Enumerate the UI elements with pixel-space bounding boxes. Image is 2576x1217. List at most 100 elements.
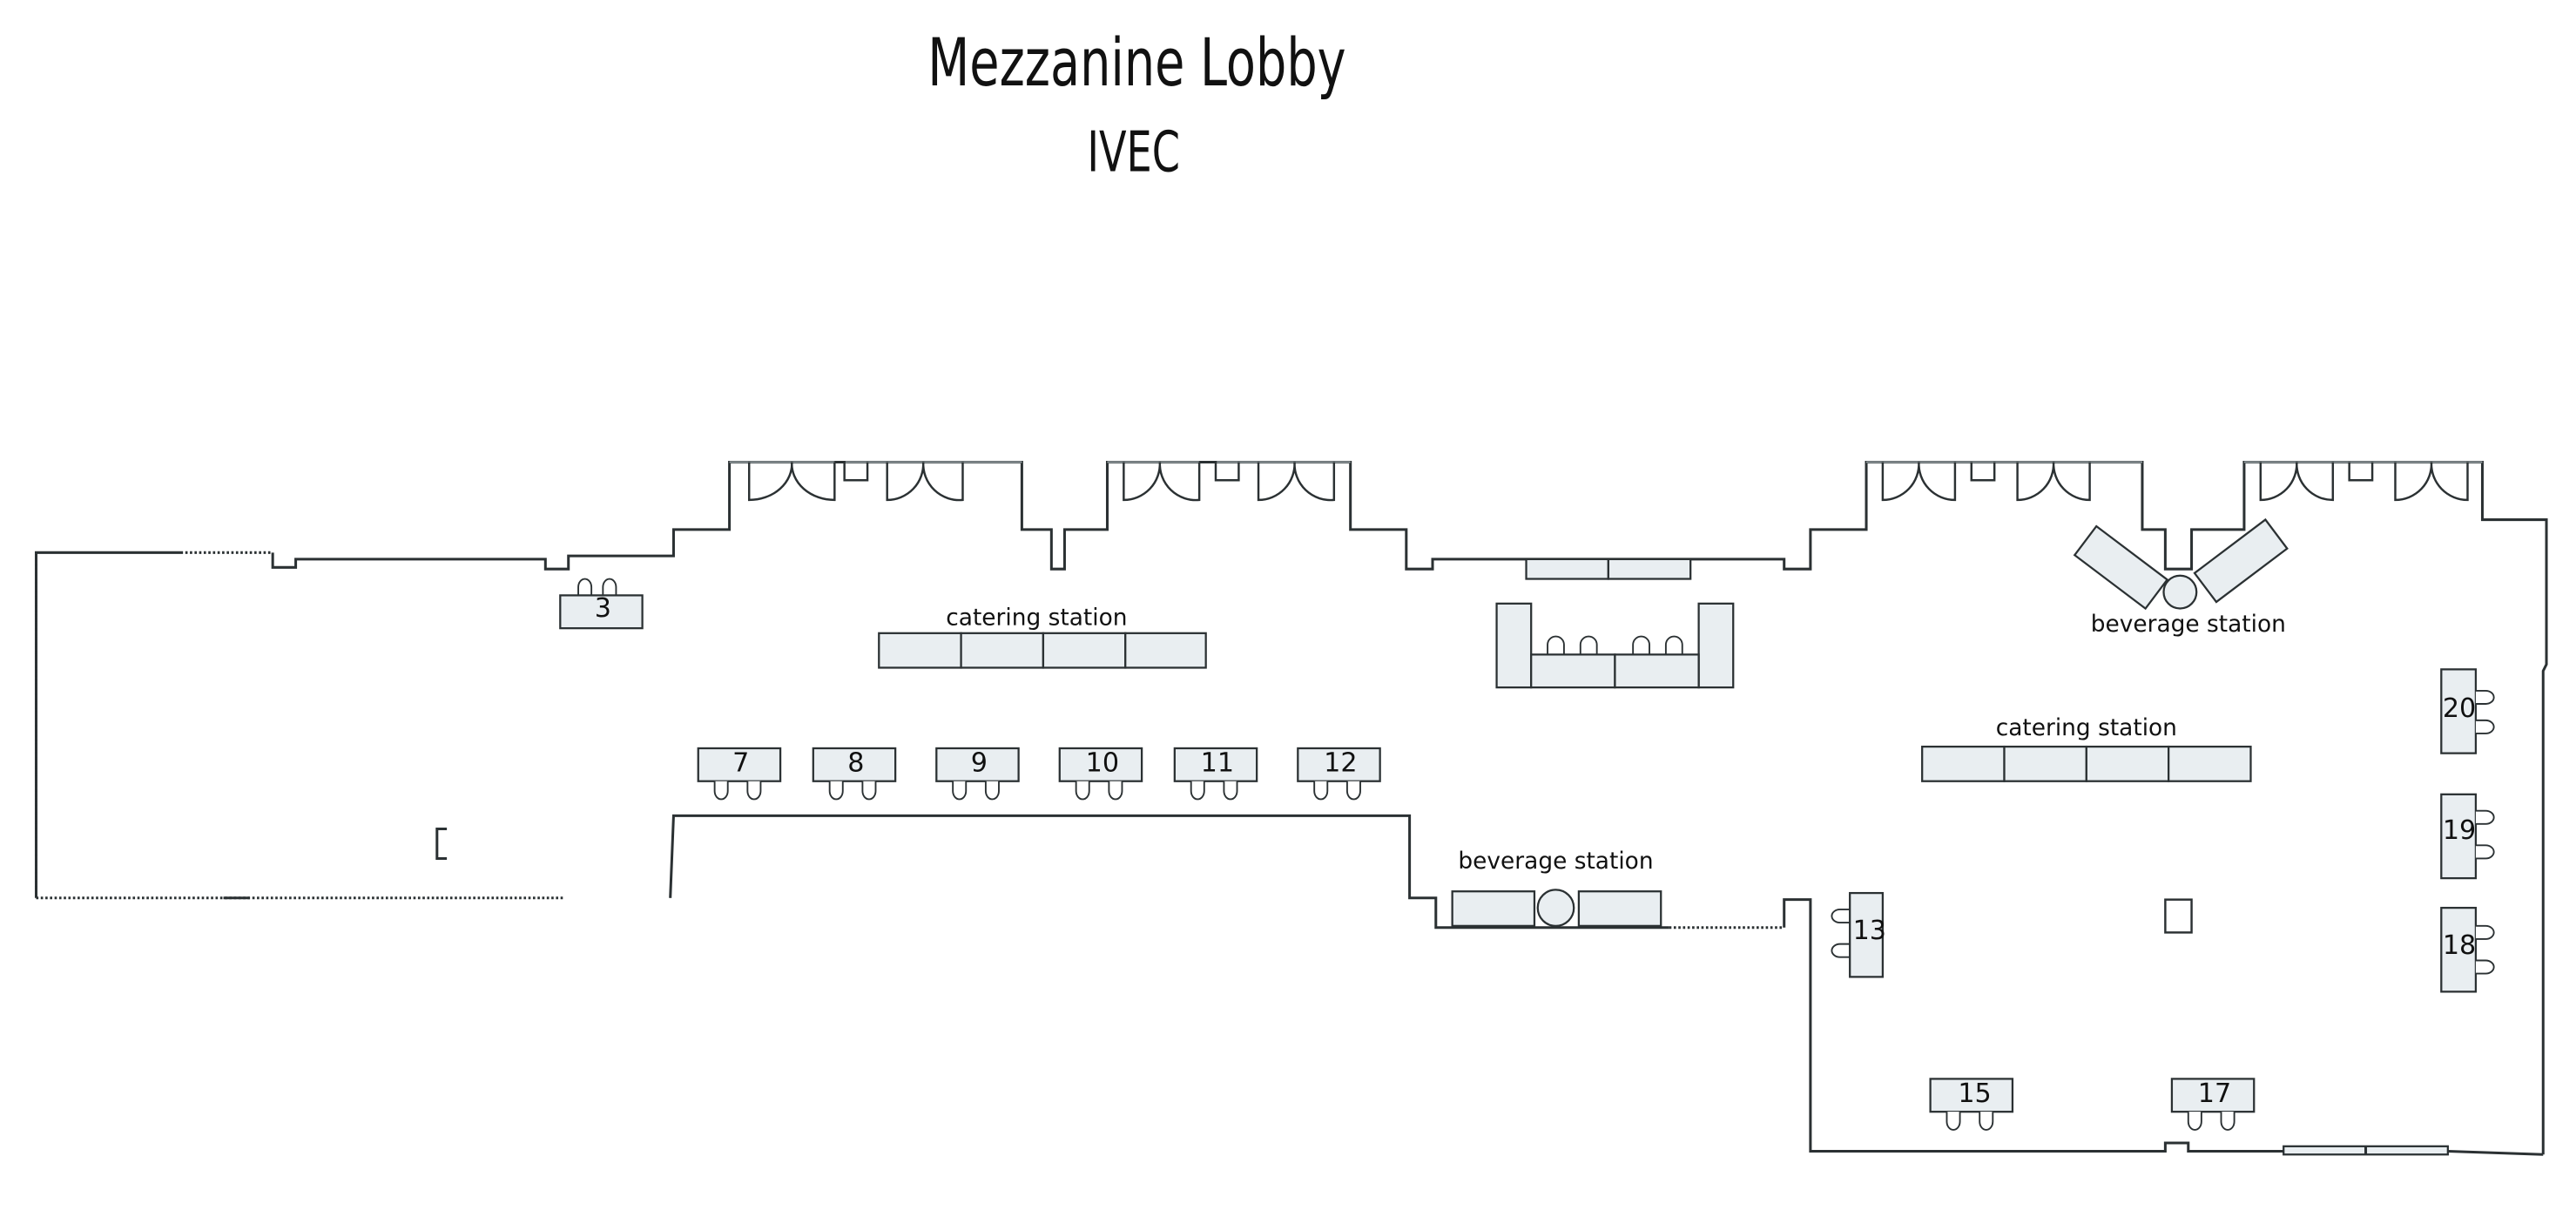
table	[2440, 906, 2478, 993]
chair	[602, 578, 617, 596]
table-9[interactable]: 9	[935, 747, 1020, 801]
table-number: 17	[2198, 1078, 2231, 1109]
station-table	[878, 632, 962, 669]
beverage-dispenser	[2162, 574, 2198, 610]
door-group	[729, 461, 1022, 502]
double-door	[2259, 462, 2335, 502]
catering-station[interactable]: catering station	[1921, 714, 2252, 782]
chair	[1831, 909, 1851, 924]
chair	[1945, 1112, 1961, 1131]
chair	[2475, 844, 2495, 860]
sofa-table	[1614, 653, 1700, 689]
wall-corridor-south	[669, 814, 1669, 930]
walls	[34, 460, 2548, 1156]
table-18[interactable]: 18	[2440, 906, 2495, 993]
table-number: 8	[847, 747, 864, 778]
table-12[interactable]: 12	[1297, 747, 1381, 801]
table	[1849, 891, 1885, 978]
chair	[577, 578, 593, 596]
table-number: 20	[2443, 693, 2476, 724]
wall-notch	[1199, 461, 1240, 482]
chair	[952, 781, 968, 801]
double-door	[2016, 462, 2091, 502]
chair	[1108, 781, 1123, 801]
table-number: 9	[971, 747, 988, 778]
lounge-seating[interactable]	[1495, 558, 1735, 689]
table	[1297, 747, 1381, 782]
chair	[1190, 781, 1205, 801]
chair	[1313, 781, 1329, 801]
sofa-table	[1530, 653, 1616, 689]
chair	[2187, 1112, 2202, 1131]
station-label: beverage station	[2091, 611, 2286, 638]
door-group	[1107, 461, 1351, 502]
catering-station[interactable]: catering station	[878, 604, 1207, 669]
table	[2440, 793, 2478, 880]
wall-east-room-west	[1783, 898, 2284, 1153]
chair	[1547, 635, 1565, 655]
table-number: 13	[1853, 916, 1886, 946]
chair	[1664, 635, 1683, 655]
chair	[984, 781, 1000, 801]
table-number: 10	[1086, 747, 1119, 778]
chair	[2475, 959, 2495, 975]
table-13[interactable]: 13	[1831, 891, 1886, 978]
table	[812, 747, 897, 782]
table	[697, 747, 782, 782]
table-number: 19	[2443, 815, 2476, 846]
wall-north-west	[271, 460, 2548, 1155]
chair	[1075, 781, 1090, 801]
table-number: 15	[1958, 1078, 1991, 1109]
plan-title: Mezzanine Lobby	[927, 25, 1345, 102]
table-8[interactable]: 8	[812, 747, 897, 801]
chair	[1223, 781, 1238, 801]
double-door	[2394, 462, 2469, 502]
station-table	[1124, 632, 1207, 669]
beverage-dispenser	[1536, 889, 1575, 927]
table-number: 11	[1201, 747, 1234, 778]
chair	[828, 781, 844, 801]
beverage-station[interactable]: beverage station	[2073, 517, 2289, 638]
double-door	[748, 462, 836, 502]
chair	[746, 781, 762, 801]
table	[2440, 668, 2478, 754]
chair	[2475, 809, 2495, 825]
station-table	[2193, 517, 2289, 604]
station-label: catering station	[946, 604, 1127, 631]
table	[559, 594, 644, 630]
table	[2170, 1078, 2256, 1113]
table-17[interactable]: 17	[2170, 1078, 2256, 1131]
station-label: catering station	[1996, 714, 2177, 741]
chair	[713, 781, 729, 801]
double-door	[1123, 462, 1201, 502]
beverage-station[interactable]: beverage station	[1451, 848, 1662, 927]
station-table	[2168, 745, 2252, 782]
table-3[interactable]: 3	[559, 578, 644, 630]
table-10[interactable]: 10	[1058, 747, 1143, 801]
table-11[interactable]: 11	[1173, 747, 1258, 801]
wall-left-room-top	[34, 551, 181, 898]
station-table	[1577, 890, 1662, 927]
table-number: 12	[1324, 747, 1357, 778]
wall-counter	[1607, 558, 1692, 580]
column-post	[2164, 898, 2193, 934]
chair	[1979, 1112, 1994, 1131]
table-19[interactable]: 19	[2440, 793, 2495, 880]
chair	[2220, 1112, 2235, 1131]
station-table	[2085, 745, 2170, 782]
table-7[interactable]: 7	[697, 747, 782, 801]
chair	[2475, 689, 2495, 705]
double-door	[886, 462, 964, 502]
table-20[interactable]: 20	[2440, 668, 2495, 754]
wall-notch	[1970, 462, 1996, 482]
chair	[1831, 943, 1851, 958]
chair	[2475, 924, 2495, 940]
table-15[interactable]: 15	[1929, 1078, 2014, 1131]
table-number: 7	[732, 747, 749, 778]
table	[1058, 747, 1143, 782]
door-group	[1866, 461, 2142, 502]
table	[935, 747, 1020, 782]
station-label: beverage station	[1458, 848, 1653, 875]
chair	[2475, 719, 2495, 734]
